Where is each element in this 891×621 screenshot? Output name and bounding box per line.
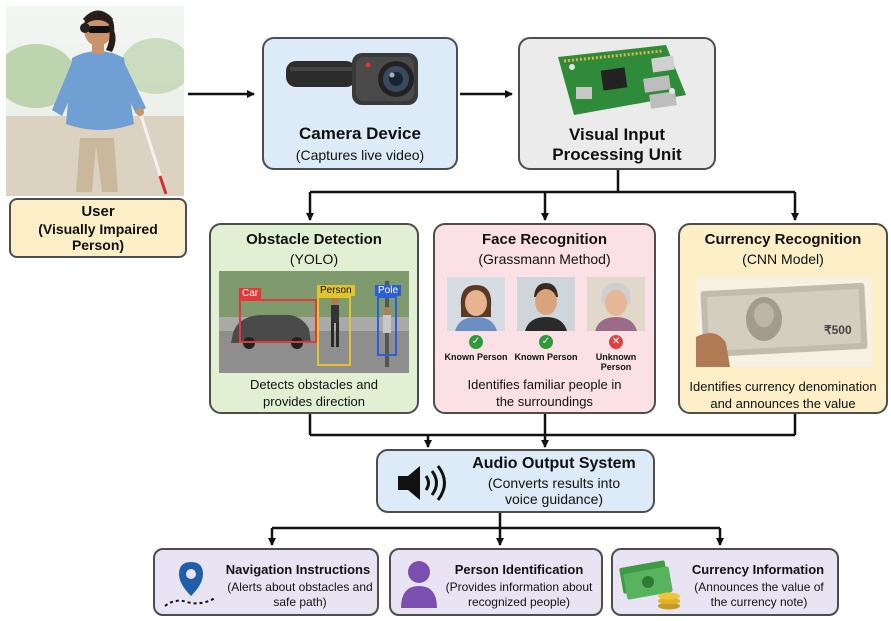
face-label-1: Known Person [444, 352, 508, 362]
face-title: Face Recognition [481, 231, 608, 248]
user-subtitle: (Visually Impaired Person) [38, 221, 158, 253]
processing-unit-title: Visual Input Processing Unit [552, 125, 682, 164]
user-title: User [81, 203, 115, 220]
face-photo-3 [587, 277, 645, 331]
tag-pole: Pole [375, 285, 402, 296]
currency-method: (CNN Model) [742, 251, 824, 267]
tag-person: Person [317, 285, 355, 296]
currency-info-title: Currency Information [691, 562, 825, 577]
circuit-board-icon [558, 45, 686, 115]
cross-icon: ✕ [609, 335, 623, 349]
navigation-subtitle: (Alerts about obstacles and safe path) [227, 580, 373, 609]
bbox-pole [377, 296, 397, 356]
face-photo-2 [517, 277, 575, 331]
person-id-subtitle: (Provides information about recognized p… [445, 580, 593, 609]
speaker-icon [398, 465, 446, 501]
tag-car: Car [239, 288, 262, 299]
currency-title: Currency Recognition [704, 231, 862, 248]
banknote-value: ₹500 [824, 323, 852, 337]
person-id-title: Person Identification [454, 562, 584, 577]
check-icon: ✓ [469, 335, 483, 349]
audio-title: Audio Output System [472, 455, 636, 472]
banknote-image: ₹500 [696, 277, 872, 367]
face-description: Identifies familiar people in the surrou… [467, 377, 622, 409]
camera-icon [286, 53, 418, 105]
camera-title: Camera Device [299, 124, 421, 143]
audio-output-box: Audio Output System (Converts results in… [376, 449, 655, 513]
face-recognition-box: Face Recognition (Grassmann Method) ✓ ✓ … [433, 223, 656, 414]
navigation-output-box: Navigation Instructions (Alerts about ob… [153, 548, 379, 616]
face-label-3: Unknown Person [595, 352, 637, 372]
obstacle-description: Detects obstacles and provides direction [250, 377, 378, 409]
person-icon [401, 561, 437, 608]
processing-unit-box: Visual Input Processing Unit [518, 37, 716, 170]
face-method: (Grassmann Method) [478, 251, 611, 267]
money-icon [619, 560, 680, 610]
check-icon: ✓ [539, 335, 553, 349]
face-photo-1 [447, 277, 505, 331]
bbox-person [317, 296, 351, 366]
location-pin-icon [164, 562, 216, 607]
person-id-output-box: Person Identification (Provides informat… [389, 548, 603, 616]
audio-subtitle: (Converts results into voice guidance) [487, 475, 621, 507]
camera-device-box: Camera Device (Captures live video) [262, 37, 458, 170]
currency-info-output-box: Currency Information (Announces the valu… [611, 548, 839, 616]
face-label-2: Known Person [514, 352, 578, 362]
bbox-car [239, 299, 317, 343]
currency-recognition-box: Currency Recognition (CNN Model) ₹500 Id… [678, 223, 888, 414]
obstacle-method: (YOLO) [289, 251, 339, 267]
navigation-title: Navigation Instructions [225, 562, 371, 577]
currency-info-subtitle: (Announces the value of the currency not… [694, 580, 824, 609]
obstacle-title: Obstacle Detection [246, 231, 382, 248]
currency-description: Identifies currency denomination and ann… [689, 379, 877, 411]
user-box: User (Visually Impaired Person) [9, 198, 187, 258]
camera-subtitle: (Captures live video) [295, 147, 425, 163]
user-photo [6, 6, 184, 196]
street-scene-image: Car Person Pole [219, 271, 409, 373]
obstacle-detection-box: Obstacle Detection (YOLO) Car Person Pol… [209, 223, 419, 414]
